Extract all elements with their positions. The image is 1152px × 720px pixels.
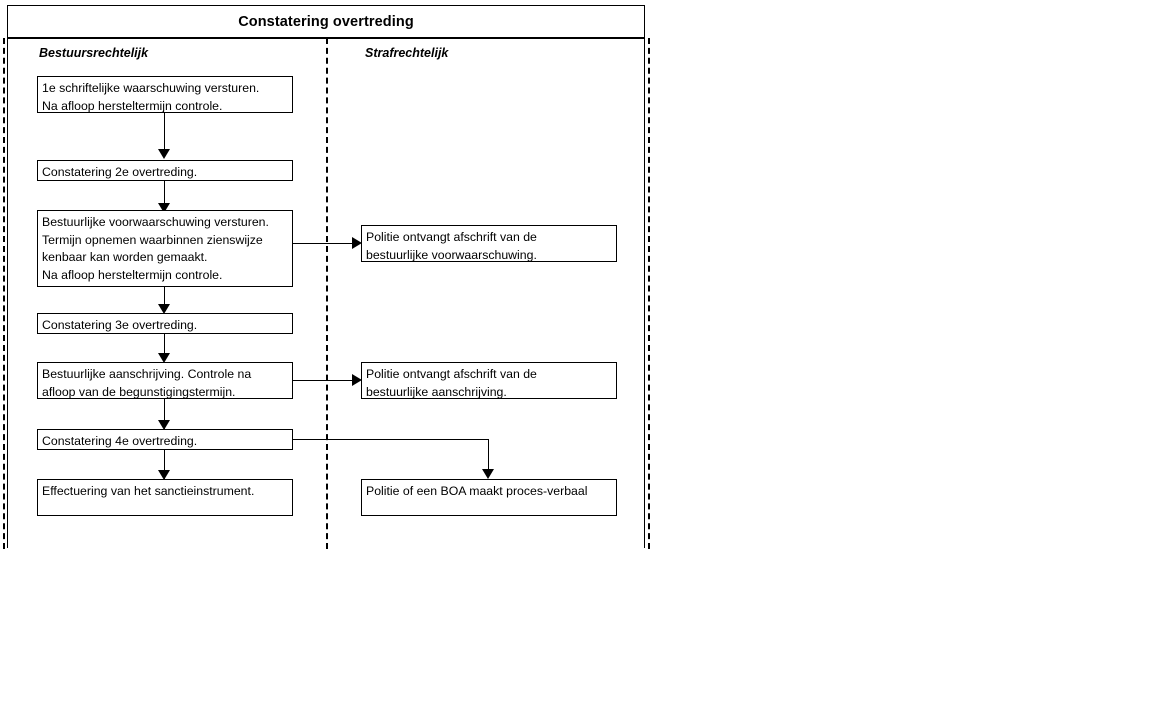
node-text-line: Politie ontvangt afschrift van de — [366, 230, 537, 244]
node-text-line: Constatering 4e overtreding. — [42, 434, 198, 448]
connector-b3-s1 — [293, 243, 358, 244]
node-text-line: Constatering 3e overtreding. — [42, 318, 198, 332]
arrowhead-b5-b6 — [158, 420, 170, 430]
node-constatering-4e-overtreding[interactable]: Constatering 4e overtreding. — [37, 429, 293, 450]
node-politie-afschrift-voorwaarschuwing[interactable]: Politie ontvangt afschrift van de bestuu… — [361, 225, 617, 262]
node-text-line: Constatering 2e overtreding. — [42, 165, 198, 179]
node-1e-schriftelijke-waarschuwing[interactable]: 1e schriftelijke waarschuwing versturen.… — [37, 76, 293, 113]
arrowhead-b3-b4 — [158, 304, 170, 314]
node-text-line: Termijn opnemen waarbinnen zienswijze — [42, 232, 263, 247]
diagram-header: Constatering overtreding — [7, 5, 645, 38]
arrowhead-b5-s2 — [352, 374, 362, 386]
node-text-line: Na afloop hersteltermijn controle. — [42, 267, 223, 282]
node-text-line: 1e schriftelijke waarschuwing versturen. — [42, 81, 260, 95]
connector-b2-b3 — [164, 181, 165, 209]
connector-b3-b4 — [164, 286, 165, 312]
connector-b6-b7 — [164, 450, 165, 479]
node-politie-boa-proces-verbaal[interactable]: Politie of een BOA maakt proces-verbaal — [361, 479, 617, 516]
node-text-line: bestuurlijke aanschrijving. — [366, 384, 507, 399]
node-text-line: Effectuering van het sanctieinstrument. — [42, 484, 255, 498]
connector-b6-s3-horizontal — [293, 439, 489, 440]
connector-b5-b6 — [164, 399, 165, 429]
node-effectuering-sanctieinstrument[interactable]: Effectuering van het sanctieinstrument. — [37, 479, 293, 516]
arrowhead-b3-s1 — [352, 237, 362, 249]
arrowhead-b6-s3 — [482, 469, 494, 479]
arrowhead-b1-b2 — [158, 149, 170, 159]
node-text-line: Na afloop hersteltermijn controle. — [42, 98, 223, 113]
node-text-line: Politie of een BOA maakt proces-verbaal — [366, 484, 588, 498]
node-constatering-3e-overtreding[interactable]: Constatering 3e overtreding. — [37, 313, 293, 334]
lane-divider-middle — [326, 38, 328, 549]
node-text-line: Bestuurlijke aanschrijving. Controle na — [42, 367, 252, 381]
node-constatering-2e-overtreding[interactable]: Constatering 2e overtreding. — [37, 160, 293, 181]
node-text-line: Bestuurlijke voorwaarschuwing versturen. — [42, 215, 269, 229]
node-text-line: afloop van de begunstigingstermijn. — [42, 384, 236, 399]
connector-b1-b2 — [164, 112, 165, 150]
connector-b5-s2 — [293, 380, 358, 381]
lane-label-bestuursrechtelijk: Bestuursrechtelijk — [39, 46, 149, 60]
arrowhead-b6-b7 — [158, 470, 170, 480]
connector-b6-s3-vertical — [488, 439, 489, 475]
node-bestuurlijke-aanschrijving[interactable]: Bestuurlijke aanschrijving. Controle na … — [37, 362, 293, 399]
lane-divider-left — [3, 38, 5, 549]
page-title: Constatering overtreding — [238, 13, 414, 30]
arrowhead-b2-b3 — [158, 203, 170, 213]
node-bestuurlijke-voorwaarschuwing[interactable]: Bestuurlijke voorwaarschuwing versturen.… — [37, 210, 293, 287]
node-politie-afschrift-aanschrijving[interactable]: Politie ontvangt afschrift van de bestuu… — [361, 362, 617, 399]
node-text-line: bestuurlijke voorwaarschuwing. — [366, 247, 537, 262]
arrowhead-b4-b5 — [158, 353, 170, 363]
connector-b4-b5 — [164, 333, 165, 361]
node-text-line: kenbaar kan worden gemaakt. — [42, 250, 208, 264]
lane-divider-right — [648, 38, 650, 549]
node-text-line: Politie ontvangt afschrift van de — [366, 367, 537, 381]
lane-label-strafrechtelijk: Strafrechtelijk — [365, 46, 449, 60]
